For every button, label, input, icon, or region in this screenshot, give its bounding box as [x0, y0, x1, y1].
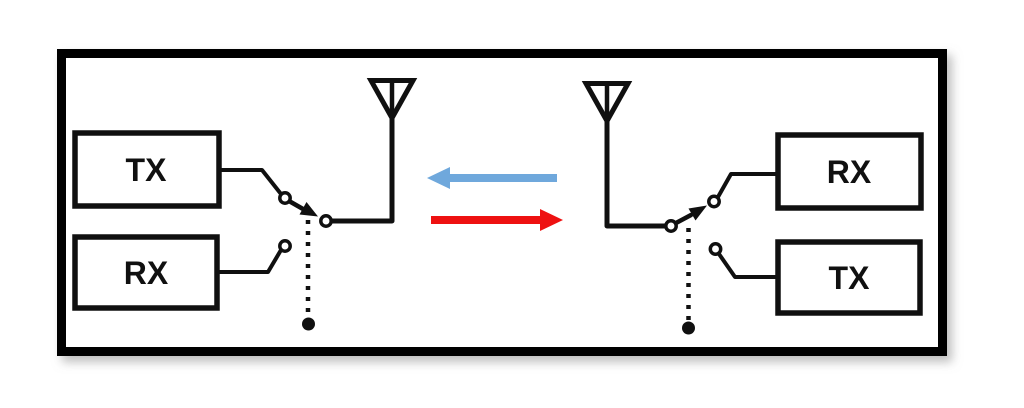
- left-antenna-icon: [366, 78, 418, 124]
- left-antenna-feed: [331, 115, 395, 224]
- right-tx-box: [775, 239, 923, 316]
- left-switch-wiper-arrowhead: [299, 202, 318, 217]
- blue-arrow-head-icon: [427, 167, 450, 189]
- right-switch-control-dot: [682, 321, 695, 335]
- left-switch-control-dot: [302, 317, 315, 331]
- right-to-left-signal-arrow: [427, 167, 557, 189]
- right-switch-rx-contact: [707, 194, 721, 209]
- left-spdt-switch-icon: [278, 191, 333, 331]
- left-switch-antenna-contact: [319, 214, 333, 228]
- right-rx-wire: [716, 172, 780, 199]
- right-antenna-icon: [581, 81, 633, 127]
- right-tx-label: TX: [829, 260, 871, 296]
- right-antenna-feed: [604, 118, 666, 229]
- right-rx-label: RX: [827, 154, 872, 190]
- left-rx-wire: [215, 248, 283, 274]
- left-rx-label: RX: [124, 255, 169, 291]
- left-tx-wire: [217, 168, 283, 196]
- red-arrow-head-icon: [540, 209, 563, 231]
- left-switch-rx-contact: [278, 239, 292, 253]
- left-station: TX RX: [72, 78, 418, 331]
- left-tx-box: [72, 130, 222, 209]
- left-switch-tx-contact: [278, 191, 292, 205]
- left-switch-wiper: [286, 198, 306, 212]
- left-to-right-signal-arrow: [431, 209, 563, 231]
- left-rx-box: [72, 234, 220, 311]
- right-switch-wiper-arrowhead: [688, 205, 707, 221]
- right-station: RX TX: [581, 81, 924, 335]
- right-switch-wiper: [673, 212, 694, 226]
- right-switch-tx-contact: [708, 242, 723, 256]
- right-switch-antenna-contact: [664, 219, 678, 233]
- right-tx-wire: [717, 252, 780, 279]
- right-rx-box: [775, 132, 924, 211]
- left-tx-label: TX: [126, 152, 168, 188]
